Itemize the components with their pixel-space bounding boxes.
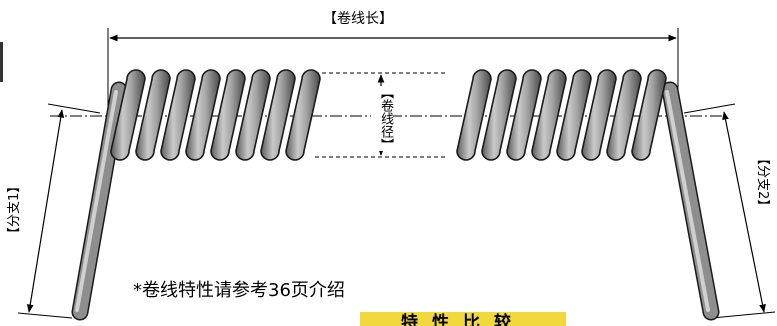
branch1-label: 【分支1】 bbox=[3, 179, 22, 240]
right-coil-turn bbox=[631, 69, 667, 161]
coil-length-label: 【卷线长】 bbox=[323, 11, 393, 27]
right-coil-turn bbox=[531, 69, 567, 161]
coil-note: *卷线特性请参考36页介绍 bbox=[133, 280, 345, 301]
right-coil-turn bbox=[581, 69, 617, 161]
edge-marker bbox=[0, 42, 3, 82]
left-coil-turn bbox=[285, 69, 321, 161]
coil-right-section bbox=[456, 69, 667, 161]
branch2-extension-bottom bbox=[711, 311, 776, 319]
coil-diameter-label: 【卷线径】 bbox=[371, 86, 393, 151]
branch1-dimension-line bbox=[26, 109, 65, 313]
left-coil-turn bbox=[110, 69, 146, 161]
right-coil-turn bbox=[481, 69, 517, 161]
left-coil-turn bbox=[185, 69, 221, 161]
right-coil-turn bbox=[606, 69, 642, 161]
comparison-banner: 特性比较 bbox=[360, 312, 566, 326]
branch1-cable-highlight bbox=[75, 90, 118, 312]
right-coil-turn bbox=[506, 69, 542, 161]
branch1-extension-top bbox=[47, 103, 101, 114]
branch2-dimension-line bbox=[722, 111, 766, 313]
left-coil-turn bbox=[260, 69, 296, 161]
branch1-extension-bottom bbox=[17, 312, 73, 319]
branch1-cable bbox=[73, 83, 126, 319]
right-coil-turn bbox=[556, 69, 592, 161]
branch2-label: 【分支2】 bbox=[755, 152, 774, 213]
branch2-cable-highlight bbox=[665, 90, 710, 312]
right-coil-turn bbox=[456, 69, 492, 161]
coil-left-section bbox=[110, 69, 321, 161]
left-coil-turn bbox=[210, 69, 246, 161]
left-coil-turn bbox=[160, 69, 196, 161]
left-coil-turn bbox=[135, 69, 171, 161]
branch2-extension-top bbox=[683, 103, 736, 114]
branch2-cable bbox=[663, 83, 718, 319]
left-coil-turn bbox=[235, 69, 271, 161]
